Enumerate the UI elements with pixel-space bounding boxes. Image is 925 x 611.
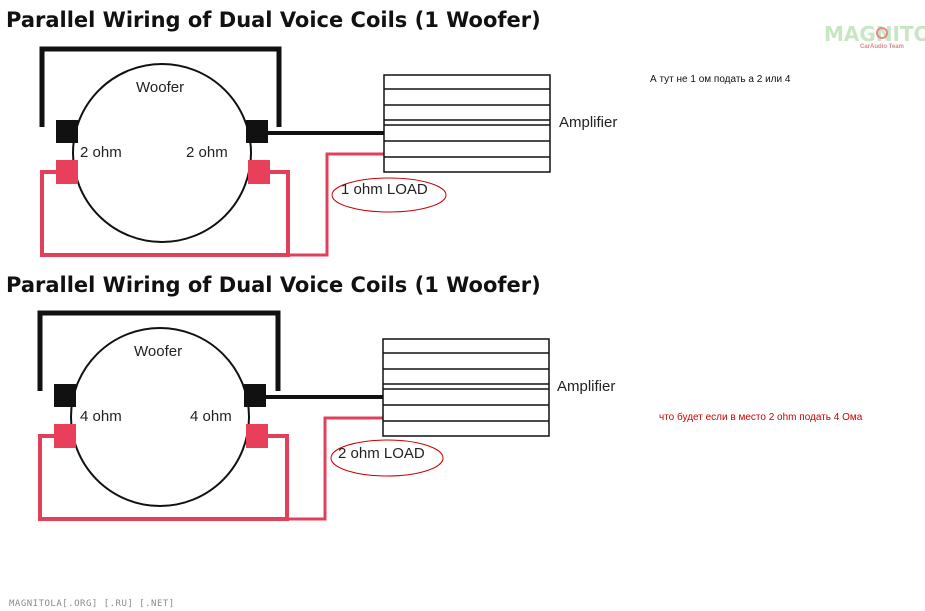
diagram-2-terminal-left-red: [54, 424, 76, 448]
logo-ring-icon: [876, 27, 888, 39]
diagram-1-woofer-label: Woofer: [136, 79, 184, 96]
diagram-2-note: что будет если в место 2 ohm подать 4 Ом…: [659, 411, 863, 423]
diagram-2-woofer-label: Woofer: [134, 343, 182, 360]
diagram-1-coil-right-label: 2 ohm: [186, 144, 228, 161]
logo-subtitle: CarAudio Team: [860, 44, 904, 50]
diagram-1-terminal-left-red: [56, 160, 78, 184]
diagram-2-coil-right-label: 4 ohm: [190, 408, 232, 425]
diagram-1-title: Parallel Wiring of Dual Voice Coils (1 W…: [6, 8, 541, 32]
diagram-1-red-amp-wire: [288, 152, 384, 257]
diagram-2-terminal-left-black: [54, 384, 76, 407]
diagram-1-amplifier-label: Amplifier: [559, 114, 617, 131]
diagram-2-load-circle: [330, 439, 444, 477]
footer-text: MAGNITOLA[.ORG] [.RU] [.NET]: [9, 599, 175, 609]
diagram-2-load-label: 2 ohm LOAD: [338, 445, 425, 462]
diagram-1-note: А тут не 1 ом подать а 2 или 4: [650, 74, 791, 85]
diagram-2: Parallel Wiring of Dual Voice Coils (1 W…: [6, 273, 863, 521]
diagram-2-terminal-right-black: [244, 384, 266, 407]
diagram-2-red-loop-wire: [38, 434, 289, 521]
diagram-1: Parallel Wiring of Dual Voice Coils (1 W…: [6, 8, 791, 257]
logo-text: MAGNITOLA: [824, 22, 925, 46]
diagram-1-terminal-right-black: [246, 120, 268, 143]
diagram-1-black-loop-wire: [39, 46, 282, 127]
diagram-1-load-circle: [331, 177, 447, 213]
diagram-2-woofer: [70, 327, 250, 507]
diagram-2-red-amp-wire: [287, 416, 383, 521]
diagram-2-title: Parallel Wiring of Dual Voice Coils (1 W…: [6, 273, 541, 297]
diagram-1-red-loop-wire: [40, 170, 290, 257]
diagram-2-terminal-right-red: [246, 424, 268, 448]
diagram-1-coil-left-label: 2 ohm: [80, 144, 122, 161]
diagram-2-amplifier-label: Amplifier: [557, 378, 615, 395]
diagram-1-terminal-left-black: [56, 120, 78, 143]
magnitola-logo: MAGNITOLA CarAudio Team: [824, 22, 925, 50]
diagram-1-terminal-right-red: [248, 160, 270, 184]
diagram-2-black-loop-wire: [37, 310, 281, 391]
diagram-1-amplifier: [383, 74, 551, 173]
diagram-1-woofer: [72, 63, 252, 243]
diagram-2-amplifier: [382, 338, 550, 437]
diagram-2-coil-left-label: 4 ohm: [80, 408, 122, 425]
diagram-1-load-label: 1 ohm LOAD: [341, 181, 428, 198]
